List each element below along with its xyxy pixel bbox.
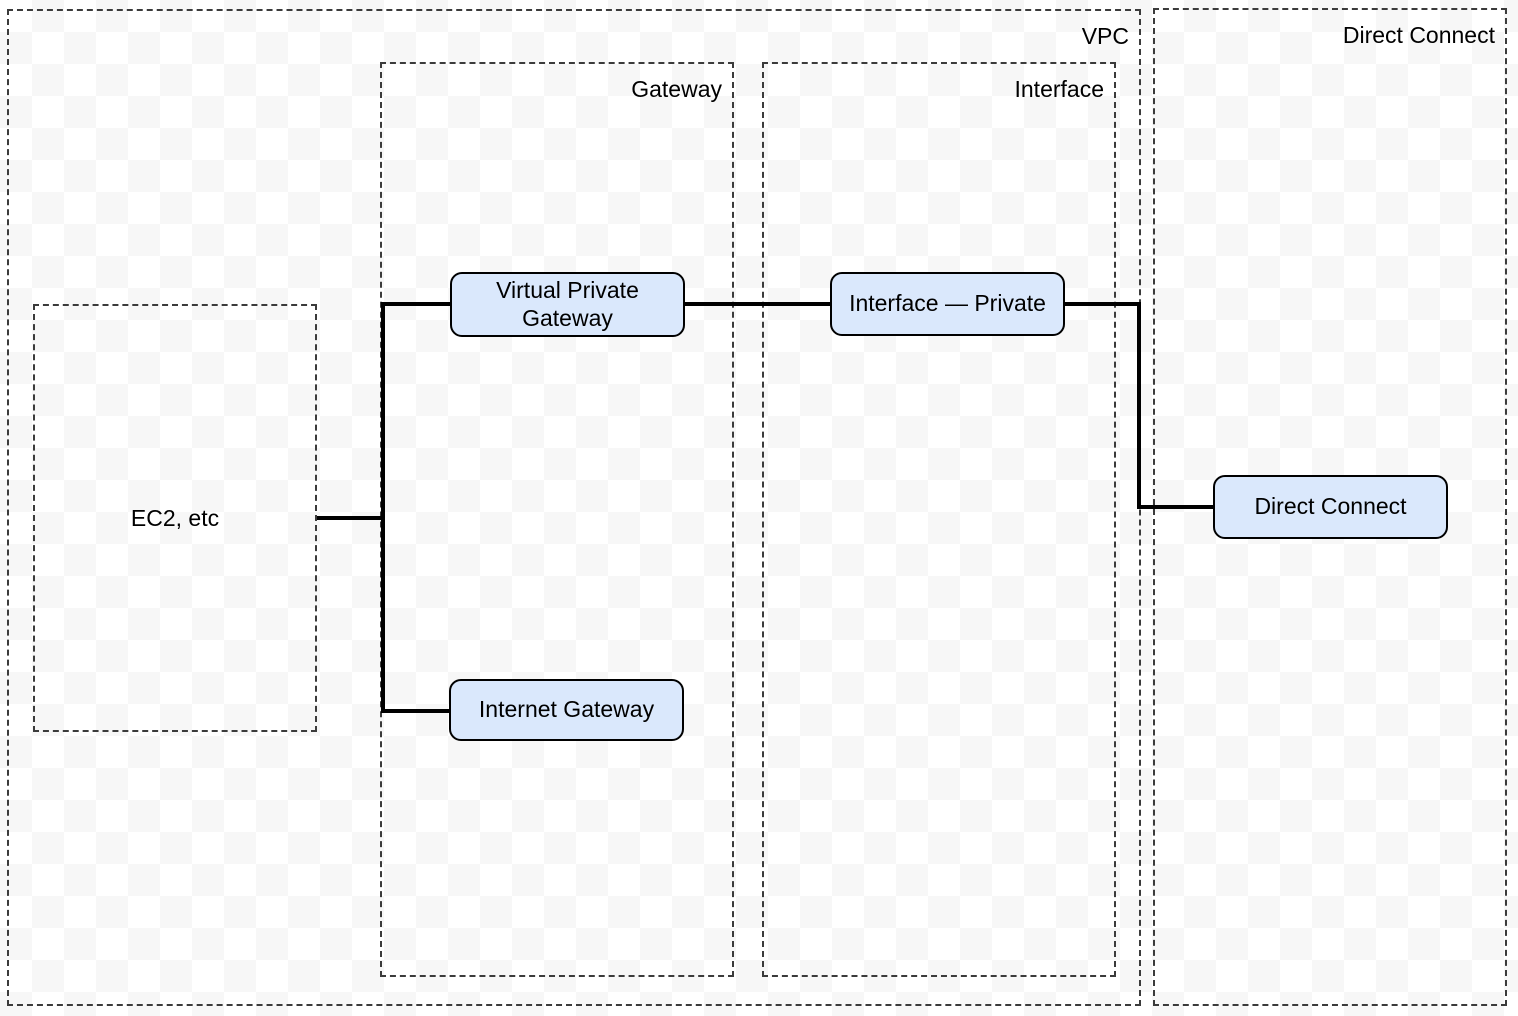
zone-ec2: EC2, etc — [33, 304, 317, 732]
node-internet-gateway: Internet Gateway — [449, 679, 684, 741]
direct-connect-node-label: Direct Connect — [1254, 493, 1407, 520]
direct-connect-zone-label: Direct Connect — [1342, 22, 1495, 48]
node-virtual-private-gateway: Virtual Private Gateway — [450, 272, 685, 337]
interface-zone-label: Interface — [1014, 76, 1105, 102]
node-interface-private: Interface — Private — [830, 272, 1065, 336]
gateway-zone-label: Gateway — [631, 76, 722, 102]
zone-interface: Interface — [762, 62, 1116, 977]
zone-gateway: Gateway — [380, 62, 734, 977]
virtual-private-gateway-label: Virtual Private Gateway — [496, 276, 639, 331]
ec2-zone-label: EC2, etc — [130, 504, 220, 531]
vpc-zone-label: VPC — [1081, 23, 1129, 49]
interface-private-label: Interface — Private — [849, 290, 1046, 317]
node-direct-connect: Direct Connect — [1213, 475, 1448, 539]
internet-gateway-label: Internet Gateway — [478, 696, 655, 723]
